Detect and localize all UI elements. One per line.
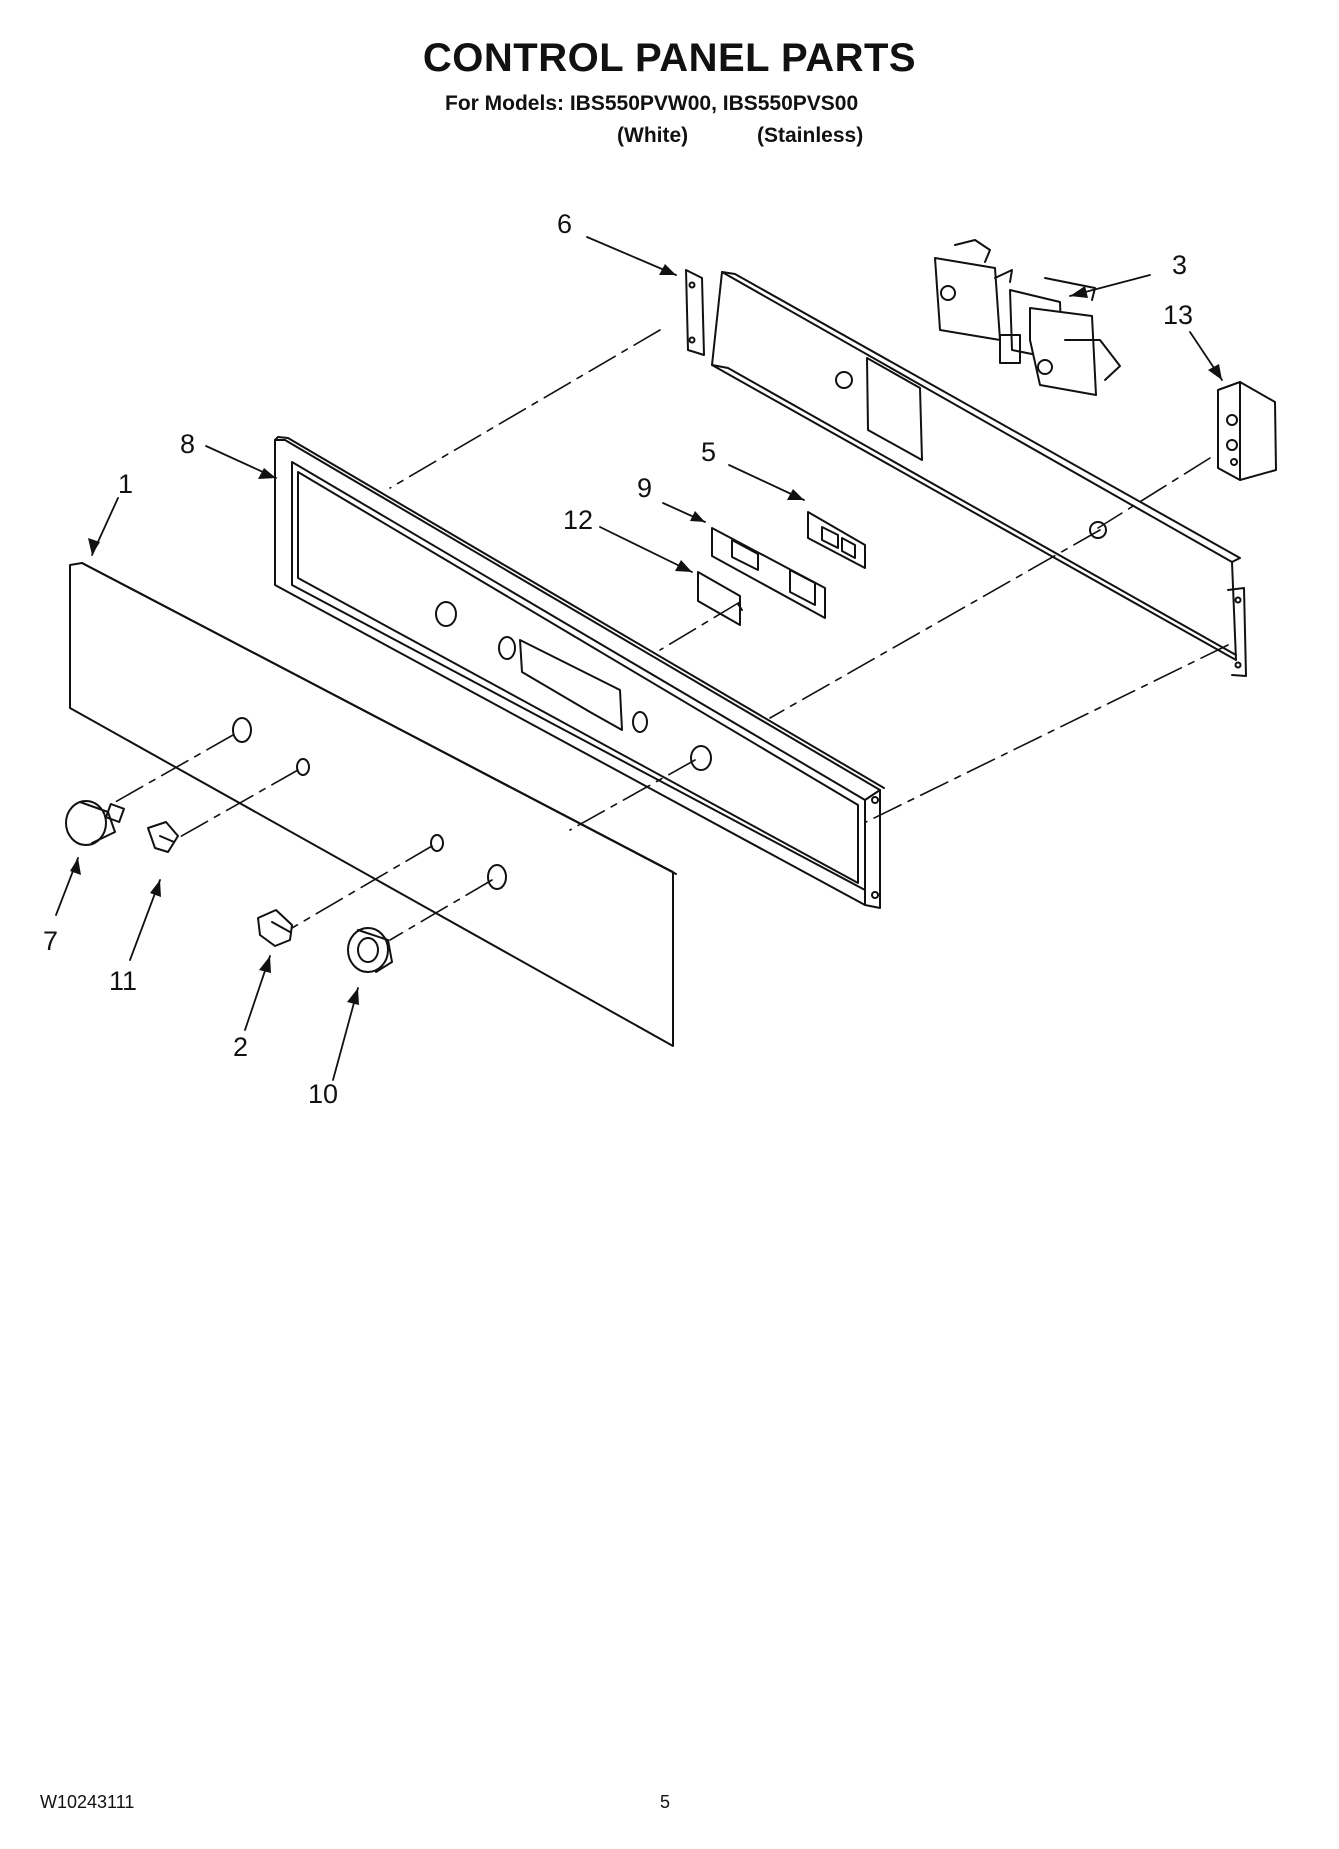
leader-arrowheads (70, 264, 1222, 1005)
callout-6: 6 (557, 209, 573, 239)
callout-7: 7 (43, 926, 59, 956)
knob-7-part (65, 800, 125, 846)
callout-3: 3 (1172, 250, 1188, 280)
callout-12: 12 (563, 505, 594, 535)
console-frame-part (274, 436, 885, 909)
switch-assembly-part (934, 239, 1121, 396)
document-number: W10243111 (40, 1792, 135, 1812)
callout-8: 8 (180, 429, 196, 459)
display-board-part (807, 511, 866, 569)
variant-white: (White) (617, 124, 689, 147)
callout-2: 2 (233, 1032, 249, 1062)
knob-10-part (347, 927, 393, 973)
callout-11: 11 (109, 966, 138, 996)
callout-1: 1 (118, 469, 134, 499)
front-panel-part (69, 562, 677, 1047)
rear-bracket-part (685, 269, 1247, 677)
callout-9: 9 (637, 473, 653, 503)
models-line: For Models: IBS550PVW00, IBS550PVS00 (445, 92, 859, 115)
variant-stainless: (Stainless) (757, 124, 864, 147)
knob-insert-11-part (147, 821, 179, 853)
callout-10: 10 (308, 1079, 339, 1109)
knob-insert-2-part (257, 909, 293, 947)
page-title: CONTROL PANEL PARTS (422, 36, 917, 80)
callout-5: 5 (701, 437, 717, 467)
assembly-dash-lines (109, 329, 1229, 941)
thermostat-part (1217, 381, 1277, 481)
page-number: 5 (660, 1792, 671, 1812)
page-header: CONTROL PANEL PARTS (0, 36, 1339, 80)
control-board-part (711, 527, 826, 619)
callout-13: 13 (1163, 300, 1194, 330)
membrane-part (697, 571, 743, 626)
